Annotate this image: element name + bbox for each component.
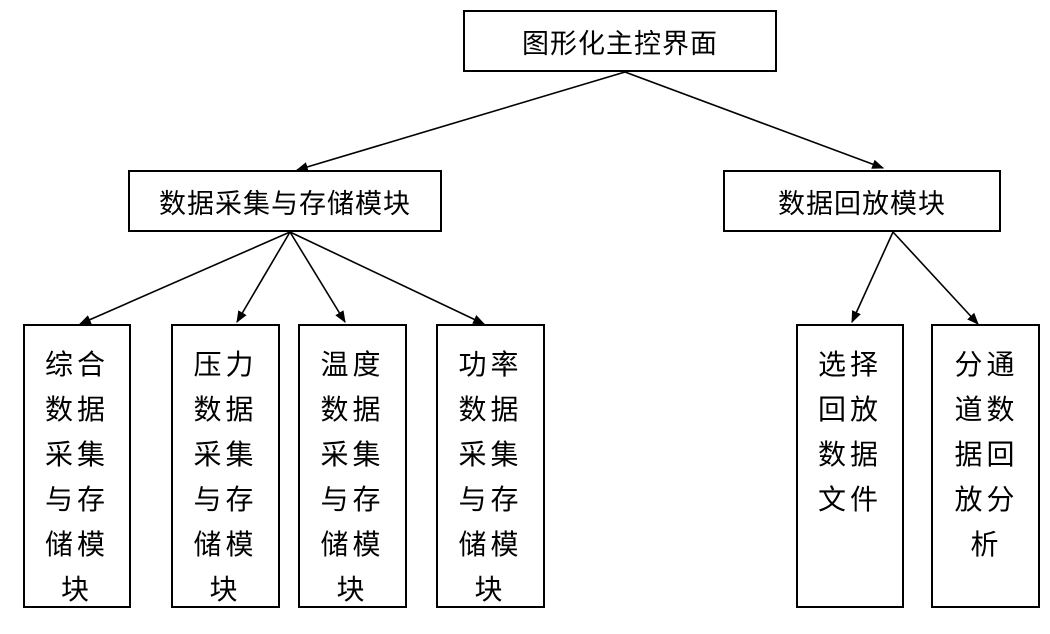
arrow-acquisition-to-comprehensive — [78, 231, 291, 325]
channel-playback-analysis-box: 分通道数据回放分析 — [931, 324, 1040, 608]
arrow-root-to-acquisition — [295, 71, 626, 172]
pressure-acquisition-label: 压力数据采集与存储模块 — [193, 348, 258, 606]
playback-module-box: 数据回放模块 — [723, 170, 1001, 232]
arrow-acquisition-to-power — [289, 231, 486, 325]
arrow-playback-to-channel-analysis — [892, 231, 979, 325]
select-playback-file-label: 选择回放数据文件 — [818, 348, 883, 516]
comprehensive-acquisition-label: 综合数据采集与存储模块 — [45, 348, 110, 606]
temperature-acquisition-label: 温度数据采集与存储模块 — [320, 348, 385, 606]
comprehensive-acquisition-box: 综合数据采集与存储模块 — [23, 324, 131, 608]
root-box: 图形化主控界面 — [463, 10, 777, 72]
pressure-acquisition-box: 压力数据采集与存储模块 — [171, 324, 280, 608]
acquisition-module-label: 数据采集与存储模块 — [159, 188, 411, 220]
select-playback-file-box: 选择回放数据文件 — [796, 324, 904, 608]
power-acquisition-label: 功率数据采集与存储模块 — [458, 348, 523, 606]
playback-module-label: 数据回放模块 — [778, 188, 946, 220]
acquisition-module-box: 数据采集与存储模块 — [128, 170, 442, 232]
root-label: 图形化主控界面 — [522, 28, 718, 60]
arrow-acquisition-to-temperature — [289, 231, 346, 324]
power-acquisition-box: 功率数据采集与存储模块 — [436, 324, 545, 608]
arrow-playback-to-select-file — [851, 231, 894, 324]
temperature-acquisition-box: 温度数据采集与存储模块 — [298, 324, 407, 608]
arrow-root-to-playback — [624, 71, 885, 169]
channel-playback-analysis-label: 分通道数据回放分析 — [954, 348, 1019, 561]
arrow-acquisition-to-pressure — [236, 231, 291, 324]
